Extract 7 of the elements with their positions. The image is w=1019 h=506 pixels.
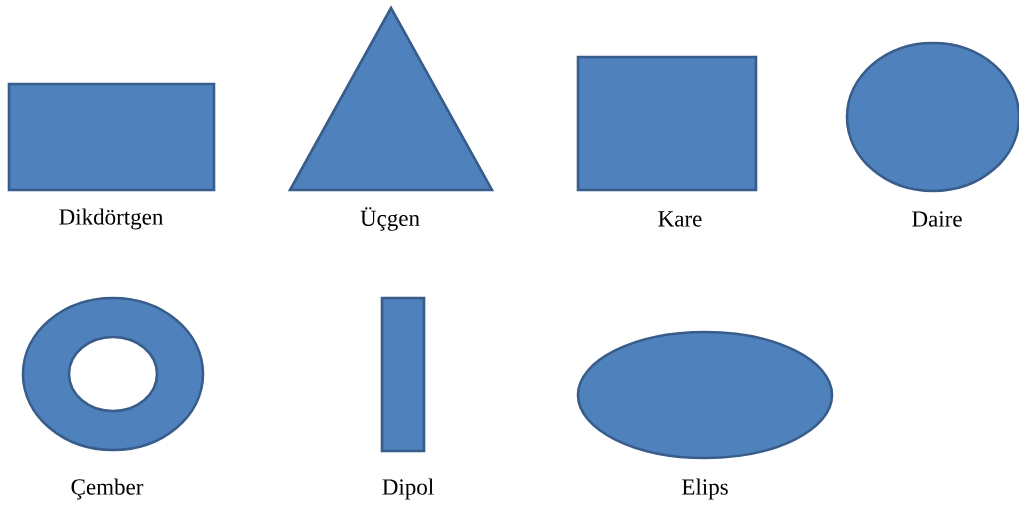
shape-label: Dikdörtgen (59, 208, 164, 230)
shape-label: Kare (658, 211, 702, 227)
shape-label: Çember (71, 478, 144, 500)
shape-label: Dipol (382, 478, 434, 500)
shape-label: Elips (682, 478, 728, 500)
shape-label: Üçgen (360, 207, 420, 231)
shape-label: Daire (912, 211, 962, 227)
